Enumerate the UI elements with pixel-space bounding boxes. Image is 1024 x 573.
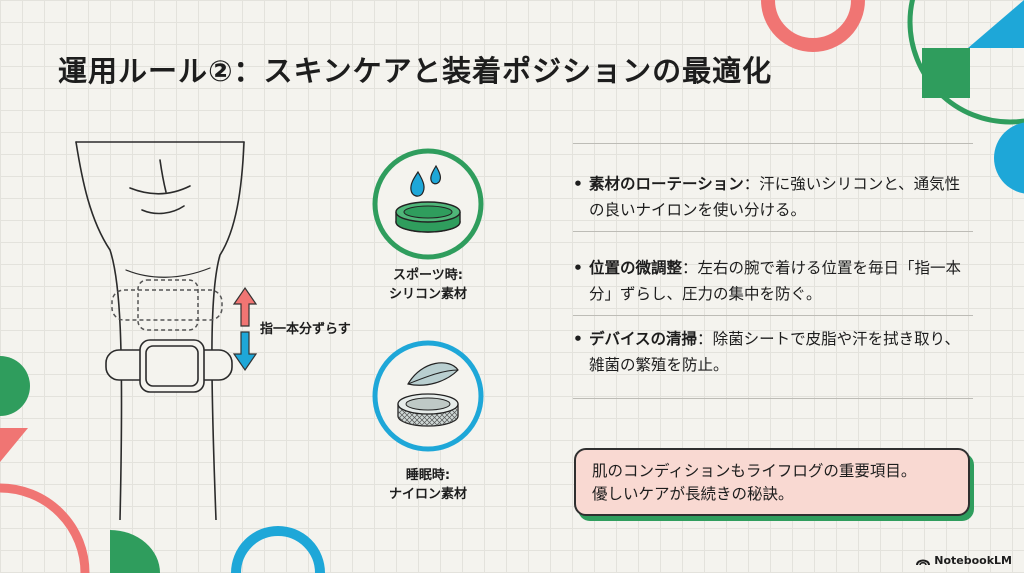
bullet-head: 位置の微調整 [589, 259, 683, 277]
sports-caption-line2: シリコン素材 [388, 287, 467, 302]
brand-watermark: NotebookLM [916, 554, 1012, 567]
coral-ring-top [761, 0, 865, 52]
green-ring-top-right [907, 0, 1024, 125]
sports-caption-line1: スポーツ時: [393, 268, 463, 283]
bullet-mark: • [573, 259, 583, 277]
notebooklm-logo-icon [916, 559, 931, 565]
green-square [922, 48, 970, 98]
callout-line1: 肌のコンディションもライフログの重要項目。 [592, 462, 917, 480]
brand-name: NotebookLM [934, 554, 1012, 567]
bullet-head: デバイスの清掃 [589, 330, 698, 348]
divider [573, 315, 973, 316]
bullet-sep: ： [743, 175, 760, 193]
watch-old-position [111, 279, 223, 331]
bullet-body: 汗に強いシリコンと、通気性の良いナイロンを使い分ける。 [589, 175, 961, 219]
blue-ring-bottom [231, 526, 325, 573]
sleep-caption: 睡眠時: ナイロン素材 [378, 466, 478, 504]
bullet-mark: • [573, 175, 583, 193]
divider [573, 231, 973, 232]
green-half-circle-left [0, 356, 30, 416]
bullet-head: 素材のローテーション [589, 175, 744, 193]
nylon-band-icon [372, 340, 484, 452]
sleep-caption-line2: ナイロン素材 [388, 487, 467, 502]
sports-caption: スポーツ時: シリコン素材 [378, 266, 478, 304]
divider-bottom [573, 398, 973, 399]
wrist-illustration [75, 141, 245, 520]
bullet-body: 左右の腕で着ける位置を毎日「指一本分」ずらし、圧力の集中を防ぐ。 [589, 259, 962, 303]
silicone-band-icon [372, 148, 484, 260]
page-title: 運用ルール②：スキンケアと装着ポジションの最適化 [58, 54, 773, 88]
callout-box: 肌のコンディションもライフログの重要項目。 優しいケアが長続きの秘訣。 [574, 448, 970, 516]
bullet-body: 除菌シートで皮脂や汗を拭き取り、雑菌の繁殖を防止。 [589, 330, 960, 374]
bullet-position-adjust: • 位置の微調整：左右の腕で着ける位置を毎日「指一本分」ずらし、圧力の集中を防ぐ… [573, 255, 973, 307]
bullet-material-rotation: • 素材のローテーション：汗に強いシリコンと、通気性の良いナイロンを使い分ける。 [573, 171, 973, 223]
coral-triangle-left [0, 428, 28, 462]
bullet-sep: ： [682, 259, 698, 277]
coral-ring-bottom-left [0, 483, 90, 573]
blue-half-circle-right [994, 122, 1024, 194]
bullet-device-cleaning: • デバイスの清掃：除菌シートで皮脂や汗を拭き取り、雑菌の繁殖を防止。 [573, 326, 973, 378]
callout-line2: 優しいケアが長続きの秘訣。 [592, 485, 794, 503]
watch-current-position [105, 339, 233, 393]
shift-label: 指一本分ずらす [260, 322, 351, 337]
bullet-mark: • [573, 330, 583, 348]
sleep-caption-line1: 睡眠時: [405, 468, 451, 483]
bullet-sep: ： [697, 330, 713, 348]
shift-arrow-icon [232, 286, 258, 372]
blue-triangle [968, 0, 1024, 48]
green-quarter-bottom [110, 530, 160, 573]
divider-top [573, 143, 973, 144]
